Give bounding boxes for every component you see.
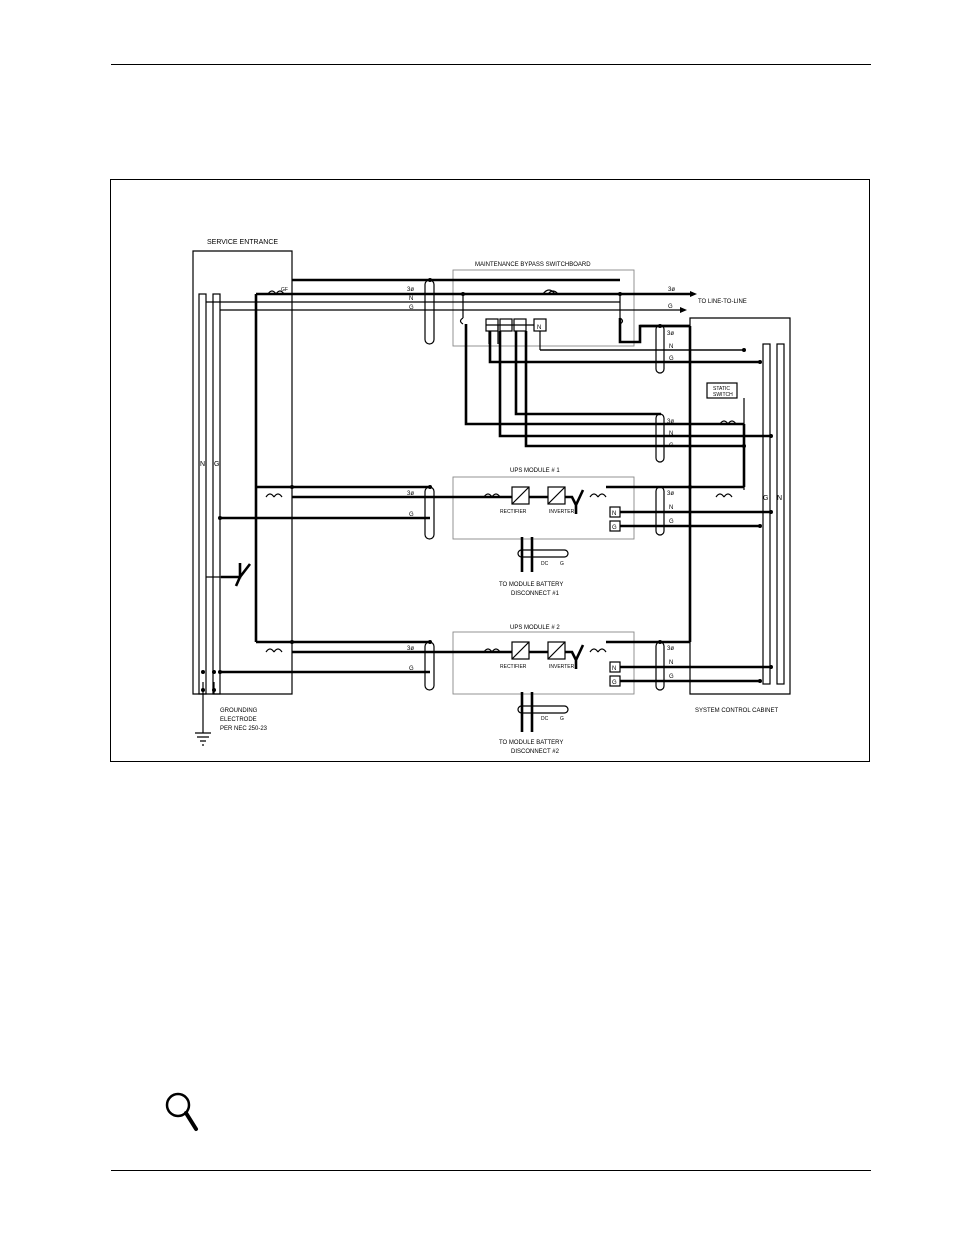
static-switch-label-1: STATIC xyxy=(713,386,730,392)
svg-text:3ø: 3ø xyxy=(667,646,674,652)
svg-text:G: G xyxy=(669,356,674,362)
grounding-label-3: PER NEC 250-23 xyxy=(220,726,268,732)
svg-text:GF: GF xyxy=(281,287,288,293)
ups1-title: UPS MODULE # 1 xyxy=(510,468,560,474)
header-rule xyxy=(111,64,871,65)
service-n-label: N xyxy=(200,461,205,468)
svg-text:RECTIFIER: RECTIFIER xyxy=(500,509,527,515)
svg-text:DC: DC xyxy=(541,716,549,722)
svg-text:N: N xyxy=(669,660,673,666)
grounding-label-1: GROUNDING xyxy=(220,708,258,714)
ground-symbol xyxy=(195,732,211,746)
footer-rule xyxy=(111,1170,871,1171)
system-control-box xyxy=(689,317,791,695)
svg-text:G: G xyxy=(612,680,617,686)
svg-text:G: G xyxy=(409,305,414,311)
service-g-label: G xyxy=(214,461,219,468)
svg-text:N: N xyxy=(777,495,782,502)
svg-text:INVERTER: INVERTER xyxy=(549,509,575,515)
bond-symbol xyxy=(221,563,252,587)
service-n-bar xyxy=(198,293,207,695)
static-switch-box xyxy=(706,382,738,399)
svg-text:G: G xyxy=(409,666,414,672)
svg-text:N: N xyxy=(612,511,616,517)
to-line-label: TO LINE-TO-LINE xyxy=(698,299,747,305)
bypass-title: MAINTENANCE BYPASS SWITCHBOARD xyxy=(475,262,591,268)
ups2-title: UPS MODULE # 2 xyxy=(510,625,560,631)
ups2-box xyxy=(452,631,635,695)
svg-text:N: N xyxy=(537,325,541,331)
ups1-box xyxy=(452,476,635,540)
svg-text:3ø: 3ø xyxy=(667,419,674,425)
svg-text:N: N xyxy=(669,505,673,511)
battery1-label-2: DISCONNECT #1 xyxy=(511,591,560,597)
svg-text:G: G xyxy=(669,519,674,525)
svg-text:N: N xyxy=(669,344,673,350)
service-entrance-label: SERVICE ENTRANCE xyxy=(207,239,278,246)
svg-text:3ø: 3ø xyxy=(407,491,414,497)
svg-text:N: N xyxy=(409,296,413,302)
svg-text:3ø: 3ø xyxy=(407,287,414,293)
static-switch-label-2: SWITCH xyxy=(713,392,733,398)
battery1-label-1: TO MODULE BATTERY xyxy=(499,582,563,588)
svg-text:N: N xyxy=(669,431,673,437)
bypass-box xyxy=(452,269,635,347)
svg-text:3ø: 3ø xyxy=(667,491,674,497)
service-entrance-box xyxy=(192,250,293,695)
svg-text:G: G xyxy=(612,525,617,531)
svg-text:RECTIFIER: RECTIFIER xyxy=(500,664,527,670)
svg-text:3ø: 3ø xyxy=(668,287,675,293)
svg-text:G: G xyxy=(409,512,414,518)
svg-text:G: G xyxy=(560,716,564,722)
diagram-frame xyxy=(110,179,870,762)
svg-text:DC: DC xyxy=(541,561,549,567)
svg-text:3ø: 3ø xyxy=(407,646,414,652)
svg-text:G: G xyxy=(669,443,674,449)
svg-text:G: G xyxy=(668,304,673,310)
svg-text:G: G xyxy=(669,674,674,680)
svg-text:G: G xyxy=(560,561,564,567)
magnifier-icon xyxy=(165,1092,198,1131)
cabinet-label: SYSTEM CONTROL CABINET xyxy=(695,708,778,714)
svg-text:N: N xyxy=(612,666,616,672)
svg-text:G: G xyxy=(763,495,768,502)
svg-text:INVERTER: INVERTER xyxy=(549,664,575,670)
svg-text:3ø: 3ø xyxy=(667,331,674,337)
battery2-label-1: TO MODULE BATTERY xyxy=(499,740,563,746)
service-g-bar xyxy=(212,293,221,695)
battery2-label-2: DISCONNECT #2 xyxy=(511,749,560,755)
grounding-label-2: ELECTRODE xyxy=(220,717,257,723)
